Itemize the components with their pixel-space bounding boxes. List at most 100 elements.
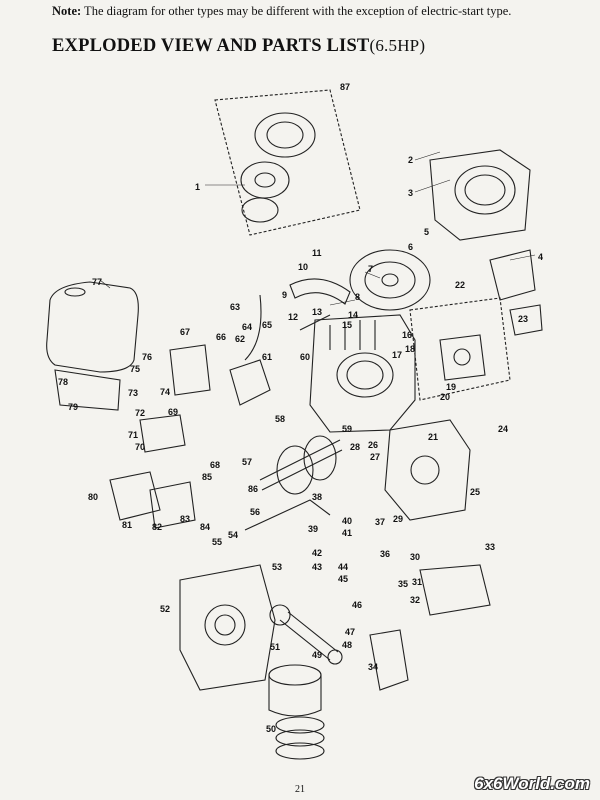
fuel-tank-drawing	[46, 281, 139, 411]
note-label: Note:	[52, 4, 82, 18]
callout-label: 47	[345, 627, 355, 637]
callout-label: 61	[262, 352, 272, 362]
callout-label: 69	[168, 407, 178, 417]
note-text: The diagram for other types may be diffe…	[81, 4, 512, 18]
callout-label: 58	[275, 414, 285, 424]
carburetor-drawing	[409, 297, 511, 401]
callout-label: 34	[368, 662, 378, 672]
callout-label: 68	[210, 460, 220, 470]
page-number: 21	[295, 784, 305, 795]
callout-label: 16	[402, 330, 412, 340]
callout-label: 42	[312, 548, 322, 558]
callout-label: 79	[68, 402, 78, 412]
cylinder-block-drawing	[309, 314, 416, 433]
callout-label: 25	[470, 487, 480, 497]
callout-label: 49	[312, 650, 322, 660]
callout-label: 5	[424, 227, 429, 237]
callout-label: 55	[212, 537, 222, 547]
callout-label: 10	[298, 262, 308, 272]
callout-label: 85	[202, 472, 212, 482]
governor-linkage-drawing	[229, 294, 331, 406]
page-title: EXPLODED VIEW AND PARTS LIST(6.5HP)	[52, 36, 425, 57]
callout-label: 32	[410, 595, 420, 605]
callout-label: 7	[368, 264, 373, 274]
watermark: 6x6World.com	[474, 774, 590, 793]
callout-label: 53	[272, 562, 282, 572]
callout-label: 24	[498, 424, 508, 434]
callout-label: 6	[408, 242, 413, 252]
callout-label: 73	[128, 388, 138, 398]
callout-label: 11	[312, 248, 322, 258]
callout-label: 81	[122, 520, 132, 530]
callout-label: 65	[262, 320, 272, 330]
callout-label: 28	[350, 442, 360, 452]
callout-label: 76	[142, 352, 152, 362]
callout-labels: 1 2 3 4 5 6 7 8 9 10 11 12 13 14 15 16 1…	[58, 82, 543, 734]
callout-label: 31	[412, 577, 422, 587]
callout-label: 51	[270, 642, 280, 652]
cylinder-head-drawing	[384, 419, 471, 521]
callout-label: 22	[455, 280, 465, 290]
valve-cover-drawing	[369, 564, 491, 691]
fan-shroud-drawing	[429, 149, 543, 336]
callout-label: 63	[230, 302, 240, 312]
callout-label: 70	[135, 442, 145, 452]
callout-label: 78	[58, 377, 68, 387]
callout-label: 21	[428, 432, 438, 442]
callout-label: 50	[266, 724, 276, 734]
callout-label: 26	[368, 440, 378, 450]
callout-label: 77	[92, 277, 102, 287]
page-title-main: EXPLODED VIEW AND PARTS LIST	[52, 36, 370, 56]
callout-label: 82	[152, 522, 162, 532]
callout-label: 86	[248, 484, 258, 494]
callout-label: 20	[440, 392, 450, 402]
crankshaft-drawing	[244, 435, 343, 531]
callout-label: 60	[300, 352, 310, 362]
callout-label: 52	[160, 604, 170, 614]
callout-label: 12	[288, 312, 298, 322]
callout-label: 8	[355, 292, 360, 302]
callout-label: 39	[308, 524, 318, 534]
callout-label: 75	[130, 364, 140, 374]
callout-label: 83	[180, 514, 190, 524]
callout-label: 18	[405, 344, 415, 354]
callout-label: 13	[312, 307, 322, 317]
callout-label: 1	[195, 182, 200, 192]
callout-label: 37	[375, 517, 385, 527]
callout-label: 57	[242, 457, 252, 467]
callout-label: 41	[342, 528, 352, 538]
connecting-rod-drawing	[269, 604, 343, 665]
callout-label: 29	[393, 514, 403, 524]
flywheel-drawing	[289, 249, 431, 311]
callout-label: 46	[352, 600, 362, 610]
callout-label: 80	[88, 492, 98, 502]
callout-label: 2	[408, 155, 413, 165]
callout-label: 36	[380, 549, 390, 559]
callout-label: 66	[216, 332, 226, 342]
callout-label: 14	[348, 310, 358, 320]
callout-label: 35	[398, 579, 408, 589]
callout-label: 72	[135, 408, 145, 418]
callout-label: 38	[312, 492, 322, 502]
muffler-drawing	[109, 344, 211, 529]
callout-label: 62	[235, 334, 245, 344]
callout-label: 44	[338, 562, 348, 572]
callout-label: 15	[342, 320, 352, 330]
exploded-view-diagram: 1 2 3 4 5 6 7 8 9 10 11 12 13 14 15 16 1…	[46, 82, 543, 760]
callout-label: 40	[342, 516, 352, 526]
callout-label: 87	[340, 82, 350, 92]
note-line: Note: The diagram for other types may be…	[52, 4, 592, 18]
callout-label: 64	[242, 322, 252, 332]
piston-drawing	[268, 664, 325, 760]
callout-label: 33	[485, 542, 495, 552]
callout-label: 19	[446, 382, 456, 392]
callout-label: 67	[180, 327, 190, 337]
callout-label: 30	[410, 552, 420, 562]
callout-label: 45	[338, 574, 348, 584]
callout-label: 54	[228, 530, 238, 540]
callout-label: 71	[128, 430, 138, 440]
callout-label: 4	[538, 252, 543, 262]
callout-label: 84	[200, 522, 210, 532]
callout-label: 27	[370, 452, 380, 462]
